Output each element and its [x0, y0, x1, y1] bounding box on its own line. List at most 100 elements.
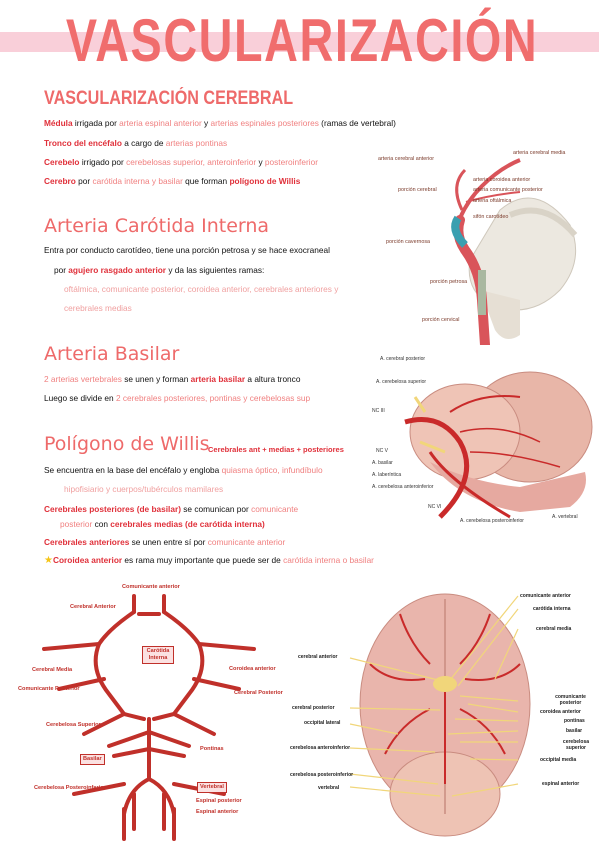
label-right-occipital-media: occipital media: [540, 757, 577, 763]
text: Se encuentra en la base del encéfalo y e…: [44, 465, 222, 475]
label-left-cerebelosa-posteroinferior: cerebelosa posteroinferior: [290, 772, 354, 778]
text: Luego se divide en: [44, 393, 116, 403]
label-sifon: sifón carotídeo: [473, 214, 509, 220]
text-cerebelosas: cerebelosas superior, anteroinferior: [126, 157, 257, 167]
text-comunicante: comunicante: [251, 504, 299, 514]
cerebral-line-3: Cerebelo irrigado por cerebelosas superi…: [44, 156, 318, 168]
willis-line-5: Cerebrales anteriores se unen entre sí p…: [44, 536, 285, 548]
label-vertebral: Vertebral: [197, 782, 227, 793]
label-nc-v: NC V: [376, 448, 388, 454]
label-cerebral-anterior: arteria cerebral anterior: [378, 156, 435, 162]
label-vertebral: A. vertebral: [552, 514, 578, 520]
text-cerebrales-posteriores: Cerebrales posteriores (de basilar): [44, 504, 181, 514]
label-nc-vi: NC VI: [428, 504, 442, 510]
willis-line-2: hipofisiario y cuerpos/tubérculos mamila…: [64, 484, 224, 494]
text: a altura tronco: [245, 374, 301, 384]
willis-schematic: [42, 594, 256, 841]
label-comunicante-posterior: arteria comunicante posterior: [473, 187, 543, 193]
carotid-illustration: [451, 158, 578, 350]
heading-cerebral: VASCULARIZACIÓN CEREBRAL: [44, 88, 294, 109]
text-cerebro: Cerebro: [44, 176, 76, 186]
label-left-occipital-lateral: occipital lateral: [304, 720, 341, 726]
text-poligono: polígono de Willis: [229, 176, 301, 186]
carotida-line-1: Entra por conducto carotídeo, tiene una …: [44, 245, 330, 255]
willis-line-3: Cerebrales posteriores (de basilar) se c…: [44, 503, 298, 515]
text: que forman: [182, 176, 230, 186]
text: (ramas de vertebral): [318, 118, 396, 128]
label-cerebelosa-posteroinferior: A. cerebelosa posteroinferior: [460, 518, 524, 524]
text: a cargo de: [121, 138, 166, 148]
star-icon: ★: [44, 555, 53, 566]
title-band: [0, 32, 599, 52]
carotida-line-3: oftálmica, comunicante posterior, coroid…: [64, 284, 339, 294]
text-cerebrales-anteriores: Cerebrales anteriores: [44, 537, 130, 547]
text: se unen entre sí por: [129, 537, 208, 547]
text-carotida-o-basilar: carótida interna o basilar: [283, 555, 374, 565]
text: con: [92, 519, 111, 529]
label-cerebral-media: Cerebral Media: [32, 667, 73, 673]
label-cerebral-anterior: Cerebral Anterior: [70, 604, 116, 610]
label-pontinas: Pontinas: [200, 746, 224, 752]
label-left-vertebral: vertebral: [318, 785, 340, 791]
label-right-espinal-anterior: espinal anterior: [542, 781, 580, 787]
heading-willis: Polígono de Willis: [44, 433, 210, 455]
label-right-basilar: basilar: [566, 728, 583, 734]
label-carotida-interna: Carótida Interna: [142, 646, 174, 664]
basilar-figure: A. cerebral posterior A. cerebelosa supe…: [370, 352, 599, 532]
basilar-line-1: 2 arterias vertebrales se unen y forman …: [44, 373, 300, 385]
text: es rama muy importante que puede ser de: [122, 555, 284, 565]
text-espinal-anterior: arteria espinal anterior: [119, 118, 202, 128]
brain-base-figure: cerebral anterior cerebral posterior occ…: [290, 584, 595, 846]
text: por: [75, 176, 93, 186]
willis-diagram: Comunicante anterior Cerebral Anterior C…: [14, 584, 284, 846]
label-right-coroidea-anterior: coroidea anterior: [540, 709, 581, 715]
heading-basilar: Arteria Basilar: [44, 343, 180, 365]
label-left-cerebelosa-anteroinferior: cerebelosa anteroinferior: [290, 745, 351, 751]
label-right-cerebelosa-superior: cerebelosa superior: [562, 739, 590, 751]
text: y da las siguientes ramas:: [166, 265, 265, 275]
label-cerebral-posterior: Cerebral Posterior: [234, 690, 283, 696]
text-comunicante-anterior: comunicante anterior: [207, 537, 286, 547]
label-laberintica: A. laberíntica: [372, 472, 402, 478]
text-posteroinferior: posteroinferior: [264, 157, 318, 167]
carotida-line-2: por agujero rasgado anterior y da las si…: [54, 264, 264, 276]
label-espinal-anterior: Espinal anterior: [196, 809, 239, 815]
text-carotida-basilar: carótida interna y basilar: [92, 176, 183, 186]
page-title: VASCULARIZACIÓN: [65, 7, 539, 74]
text-agujero: agujero rasgado anterior: [68, 265, 167, 275]
text: y: [201, 118, 211, 128]
text: y: [256, 157, 265, 167]
label-espinal-posterior: Espinal posterior: [196, 798, 242, 804]
willis-tag: Cerebrales ant + medias + posteriores: [208, 445, 344, 454]
label-basilar: Basilar: [80, 754, 105, 765]
label-nc-iii: NC III: [372, 408, 385, 414]
cerebral-line-2: Tronco del encéfalo a cargo de arterias …: [44, 137, 227, 149]
text-coroidea: Coroidea anterior: [52, 555, 123, 565]
label-right-pontinas: pontinas: [564, 718, 585, 724]
text: irrigada por: [72, 118, 120, 128]
carotida-line-4: cerebrales medias: [64, 303, 132, 313]
text-medula: Médula: [44, 118, 73, 128]
text: se comunican por: [180, 504, 252, 514]
label-left-cerebral-posterior: cerebral posterior: [292, 705, 335, 711]
willis-line-1: Se encuentra en la base del encéfalo y e…: [44, 464, 323, 476]
label-cerebelosa-superior: Cerebelosa Superior: [46, 722, 101, 728]
text-tronco: Tronco del encéfalo: [44, 138, 122, 148]
text-vertebrales: 2 arterias vertebrales: [44, 374, 122, 384]
label-cerebelosa-anteroinferior: A. cerebelosa anteroinferior: [372, 484, 434, 490]
label-right-comunicante-anterior: comunicante anterior: [520, 593, 571, 599]
text-divisiones: 2 cerebrales posteriores, pontinas y cer…: [115, 393, 311, 403]
cerebral-line-1: Médula irrigada por arteria espinal ante…: [44, 117, 396, 129]
label-petrosa: porción petrosa: [430, 279, 468, 285]
text-espinales-posteriores: arterias espinales posteriores: [210, 118, 319, 128]
text-posterior: posterior: [60, 519, 93, 529]
text-cerebelo: Cerebelo: [44, 157, 80, 167]
heading-carotida: Arteria Carótida Interna: [44, 215, 270, 237]
label-porcion-cerebral: porción cerebral: [398, 187, 437, 193]
label-cavernosa: porción cavernosa: [386, 239, 431, 245]
carotid-figure: arteria cerebral media arteria cerebral …: [370, 140, 599, 350]
label-comunicante-posterior: Comunicante Posterior: [18, 686, 80, 692]
text-cerebrales-medias: cerebrales medias (de carótida interna): [110, 519, 265, 529]
brain-base-illustration: [349, 593, 531, 837]
text-arteria-basilar: arteria basilar: [190, 374, 246, 384]
